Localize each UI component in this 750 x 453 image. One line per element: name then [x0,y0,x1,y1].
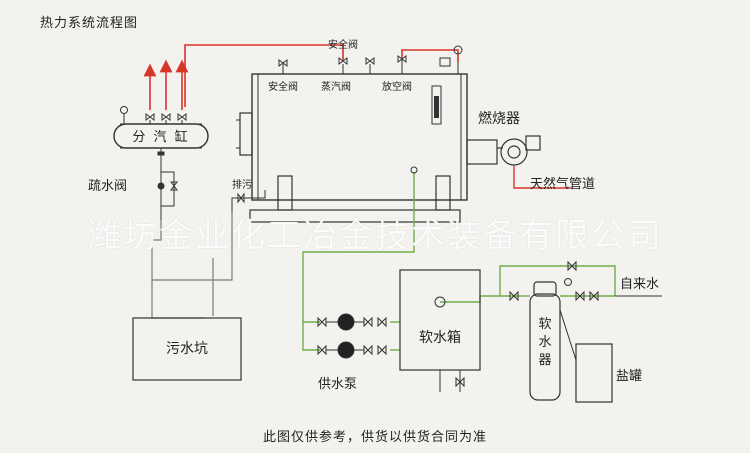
pressure-gauge-icon [453,45,463,55]
steam-lines [143,44,459,110]
boiler-door [239,112,253,156]
valve-icon [170,181,178,191]
salt-tank [575,343,613,403]
blowdown-valve-icon [237,192,245,204]
trap-icon [157,182,165,190]
pump-set-2 [317,341,387,359]
soft-water-tank [399,269,481,392]
valve-icon [567,260,577,272]
pump-icon [337,313,355,331]
vent-valve-label: 放空阀 [382,80,412,93]
company-watermark: 潍坊金业化工冶金技术装备有限公司 [87,216,663,256]
tap-water-label: 自来水 [620,277,659,292]
gas-pipe [513,166,572,189]
check-valve-icon [363,316,373,328]
softener-label-1: 软 [538,317,551,332]
valve-icon [377,316,387,328]
check-valve-icon [363,344,373,356]
safety-valve-label: 安全阀 [268,80,298,93]
soft-water-tank-label: 软水箱 [419,330,461,346]
feed-pump-label: 供水泵 [318,377,357,392]
pressure-gauge-icon [564,278,572,286]
water-level-gauge-icon [431,85,442,125]
steam-valve-icon [338,57,348,65]
burner [466,135,541,166]
pump-set-1 [317,313,387,331]
page-title: 热力系统流程图 [40,16,139,31]
softener-label-3: 器 [538,353,551,368]
pressure-switch-icon [439,57,451,67]
boiler-saddle [435,175,451,211]
steam-main-pipe [184,44,344,107]
boiler-saddle [277,175,293,211]
valve-icon [317,316,327,328]
sewage-pit [132,317,242,381]
blowdown-label: 排污 [232,178,252,191]
salt-tank-label: 盐罐 [616,369,642,384]
pressure-gauge-icon [120,106,128,114]
softener [509,260,599,401]
header-outlet-valves [120,106,187,124]
safety-valve-icon [278,59,288,67]
boiler [236,45,468,223]
footer-note: 此图仅供参考，供货以供货合同为准 [262,430,487,445]
blowdown-line [231,190,266,212]
softener-label-2: 水 [538,335,551,350]
drain-valve-label: 疏水阀 [88,179,127,194]
valve-icon [575,290,585,302]
valve-icon [161,113,171,121]
feed-inlet-icon [410,166,418,174]
boiler-base [249,209,461,223]
pump-icon [337,341,355,359]
sewage-pit-label: 污水坑 [166,341,208,357]
drain-assembly [157,148,178,220]
steam-valve-label: 蒸汽阀 [321,80,351,93]
valve-icon [377,344,387,356]
safety-valve-pipe [401,49,459,62]
drain-valve-icon [455,376,465,388]
vent-valve-icon [365,57,375,65]
valve-icon [317,344,327,356]
steam-header-label: 分 汽 缸 [132,129,189,145]
valve-icon [145,113,155,121]
gas-pipe-label: 天然气管道 [530,176,595,192]
valve-icon [177,113,187,121]
water-lines [302,172,616,351]
valve-icon [509,290,519,302]
burner-label: 燃烧器 [478,110,520,127]
steam-header: 分 汽 缸 [113,123,209,149]
safety-valve-top-label: 安全阀 [328,38,358,51]
valve-icon [397,55,407,63]
valve-icon [589,290,599,302]
